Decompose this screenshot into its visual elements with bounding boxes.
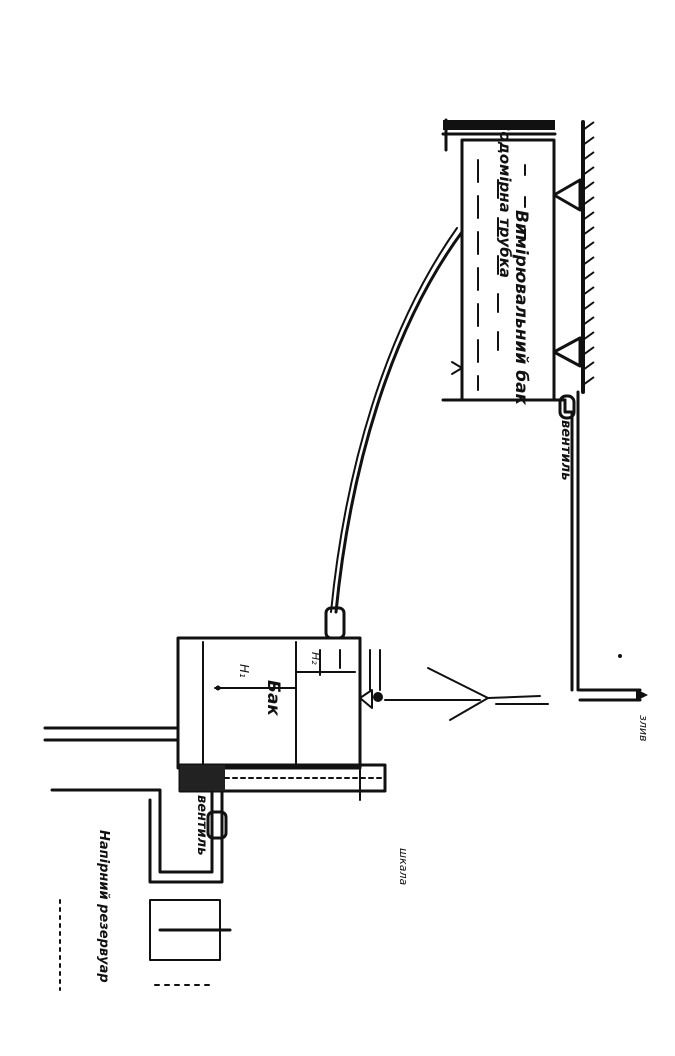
valve-top-icon [558, 394, 576, 420]
valve-left-label: вентиль [194, 795, 209, 855]
outlet-valve-icon [324, 606, 346, 640]
measuring-tank [441, 118, 595, 402]
scale-tube [178, 754, 387, 801]
valve-top-label: вентиль [558, 420, 573, 480]
valve-left-icon [206, 810, 228, 840]
tube-label: Водомірна трубка [496, 120, 514, 278]
drain-pipe [558, 390, 648, 702]
reservoir-label: Напірний резервуар [96, 830, 111, 983]
scale-label: шкала [397, 848, 410, 885]
measuring-tank-label: Вимірювальний бак [511, 210, 531, 406]
supply-pipe [50, 788, 232, 991]
h2-label: H₂ [309, 652, 322, 665]
nozzle-valve-icon [359, 689, 373, 709]
h1-label: H₁ [237, 664, 251, 678]
tank-label: Бак [263, 680, 283, 716]
connecting-hose [334, 230, 464, 614]
main-tank [176, 606, 549, 770]
drain-arrow-icon [636, 689, 648, 701]
drain-label: злив [637, 715, 650, 742]
